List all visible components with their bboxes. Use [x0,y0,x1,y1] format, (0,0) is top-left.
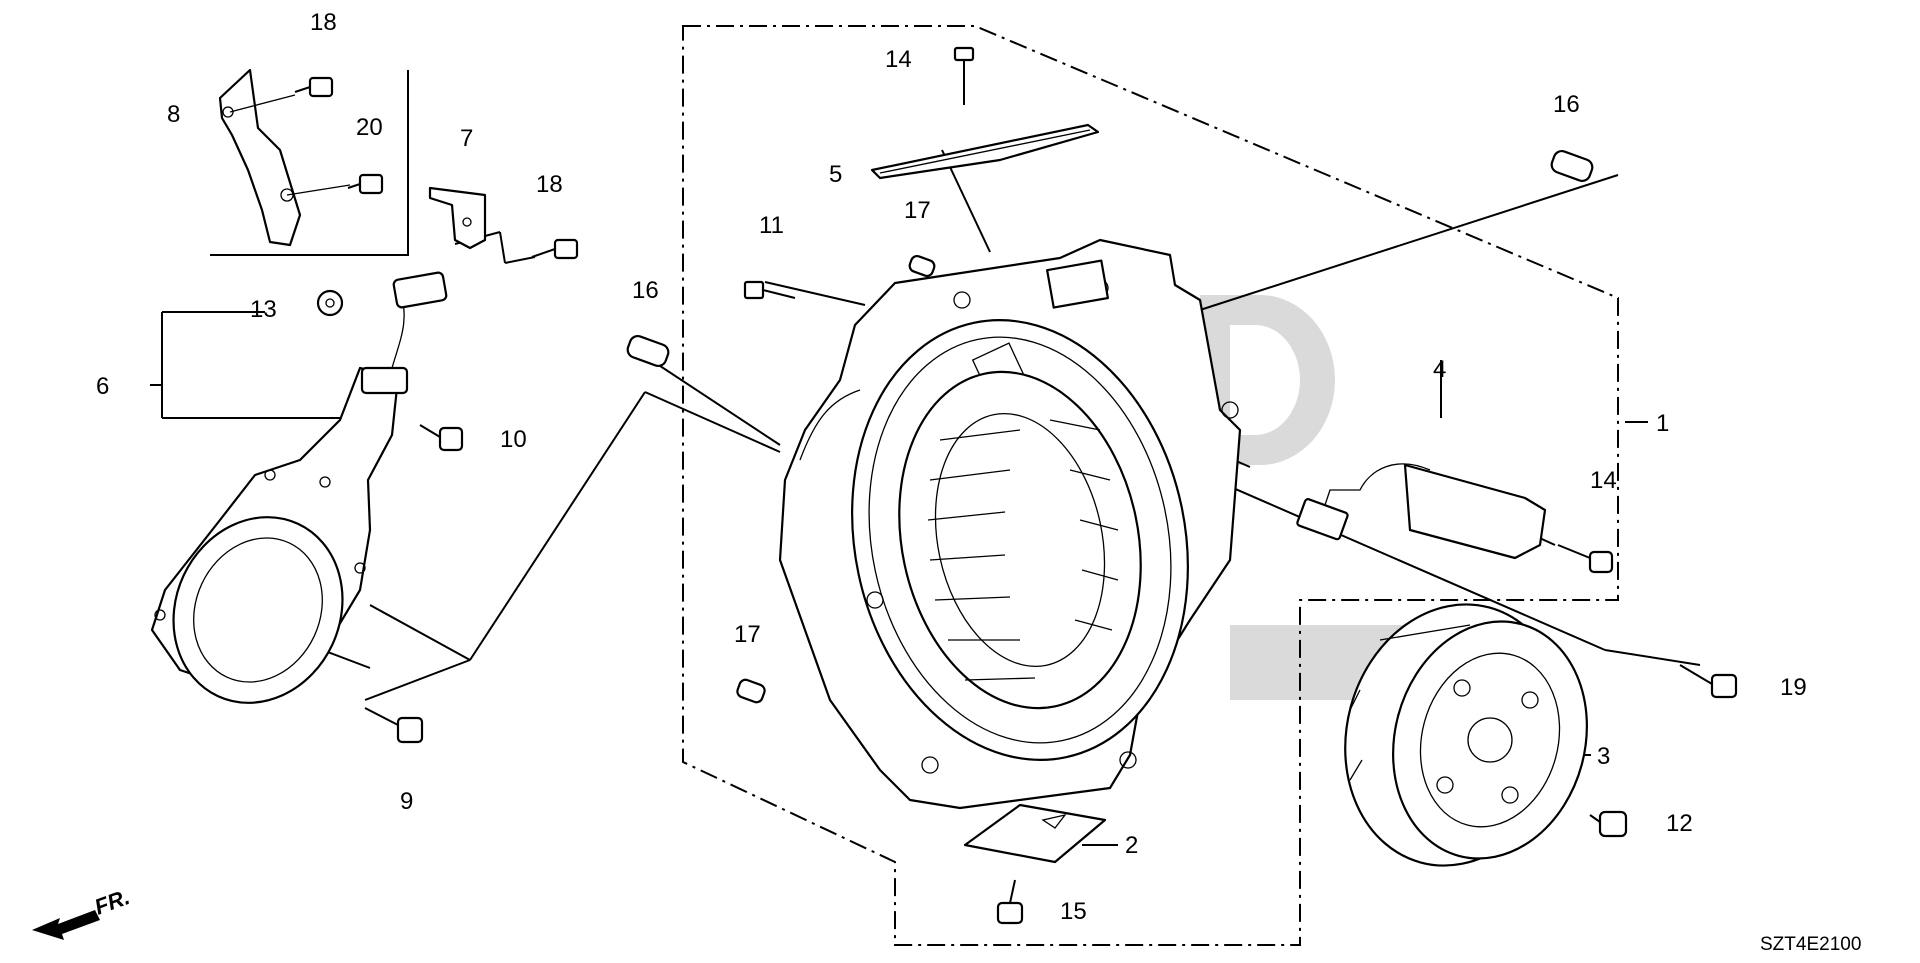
callout-4: 4 [1433,356,1446,383]
dowel-16-left [626,334,670,368]
bolt-15 [996,879,1024,925]
fasteners [294,46,1738,925]
callout-9: 9 [400,788,413,815]
sensor-bracket [150,271,448,704]
callout-20: 20 [356,114,383,141]
diagram-code: SZT4E2100 [1760,934,1861,955]
callout-15: 15 [1060,898,1087,925]
callout-2: 2 [1125,832,1138,859]
bracket-8 [218,68,351,247]
callout-14-top: 14 [885,46,912,73]
callout-18-right: 18 [536,171,563,198]
bolt-19 [1679,664,1738,699]
callout-8: 8 [167,101,180,128]
callout-12: 12 [1666,810,1693,837]
callout-16-right: 16 [1553,91,1580,118]
bracket-7 [428,186,487,250]
callout-6: 6 [96,373,109,400]
callout-5: 5 [829,161,842,188]
bolt-14-right [1557,544,1614,574]
bolt-10 [419,424,464,452]
bolt-14-top [953,46,975,105]
dowel-16-right [1550,149,1594,183]
bolt-9 [364,707,424,744]
callout-3: 3 [1597,743,1610,770]
callout-19: 19 [1780,674,1807,701]
callout-16-left: 16 [632,277,659,304]
front-direction-marker: FR. [32,884,133,940]
connector-harness [1296,463,1547,560]
bolt-12 [1589,810,1628,838]
dowel-17-bottom [736,678,766,704]
callout-13: 13 [250,296,277,323]
callout-11: 11 [759,212,784,239]
dowel-17-top [908,254,936,278]
bolt-11 [743,280,796,300]
callout-17-top: 17 [904,197,931,224]
bolt-18-top [294,76,334,98]
callout-18-top: 18 [310,9,337,36]
callout-labels: 1 2 3 4 5 6 7 8 9 10 11 12 13 14 14 15 1… [96,9,1807,925]
assembly-group-outlines [210,25,1619,946]
front-arrow-icon [32,910,100,940]
bolt-20 [347,173,384,195]
callout-10: 10 [500,426,527,453]
plate-2 [963,803,1107,864]
bolt-18-right [531,238,579,260]
callout-14-right: 14 [1590,467,1617,494]
front-label: FR. [91,884,133,920]
clip-13 [316,289,344,317]
callout-1: 1 [1656,410,1669,437]
gasket-plate [870,123,1100,180]
callout-7: 7 [460,125,473,152]
callout-17-bottom: 17 [734,621,761,648]
rotor [1344,603,1588,867]
stator-coils [898,370,1142,710]
